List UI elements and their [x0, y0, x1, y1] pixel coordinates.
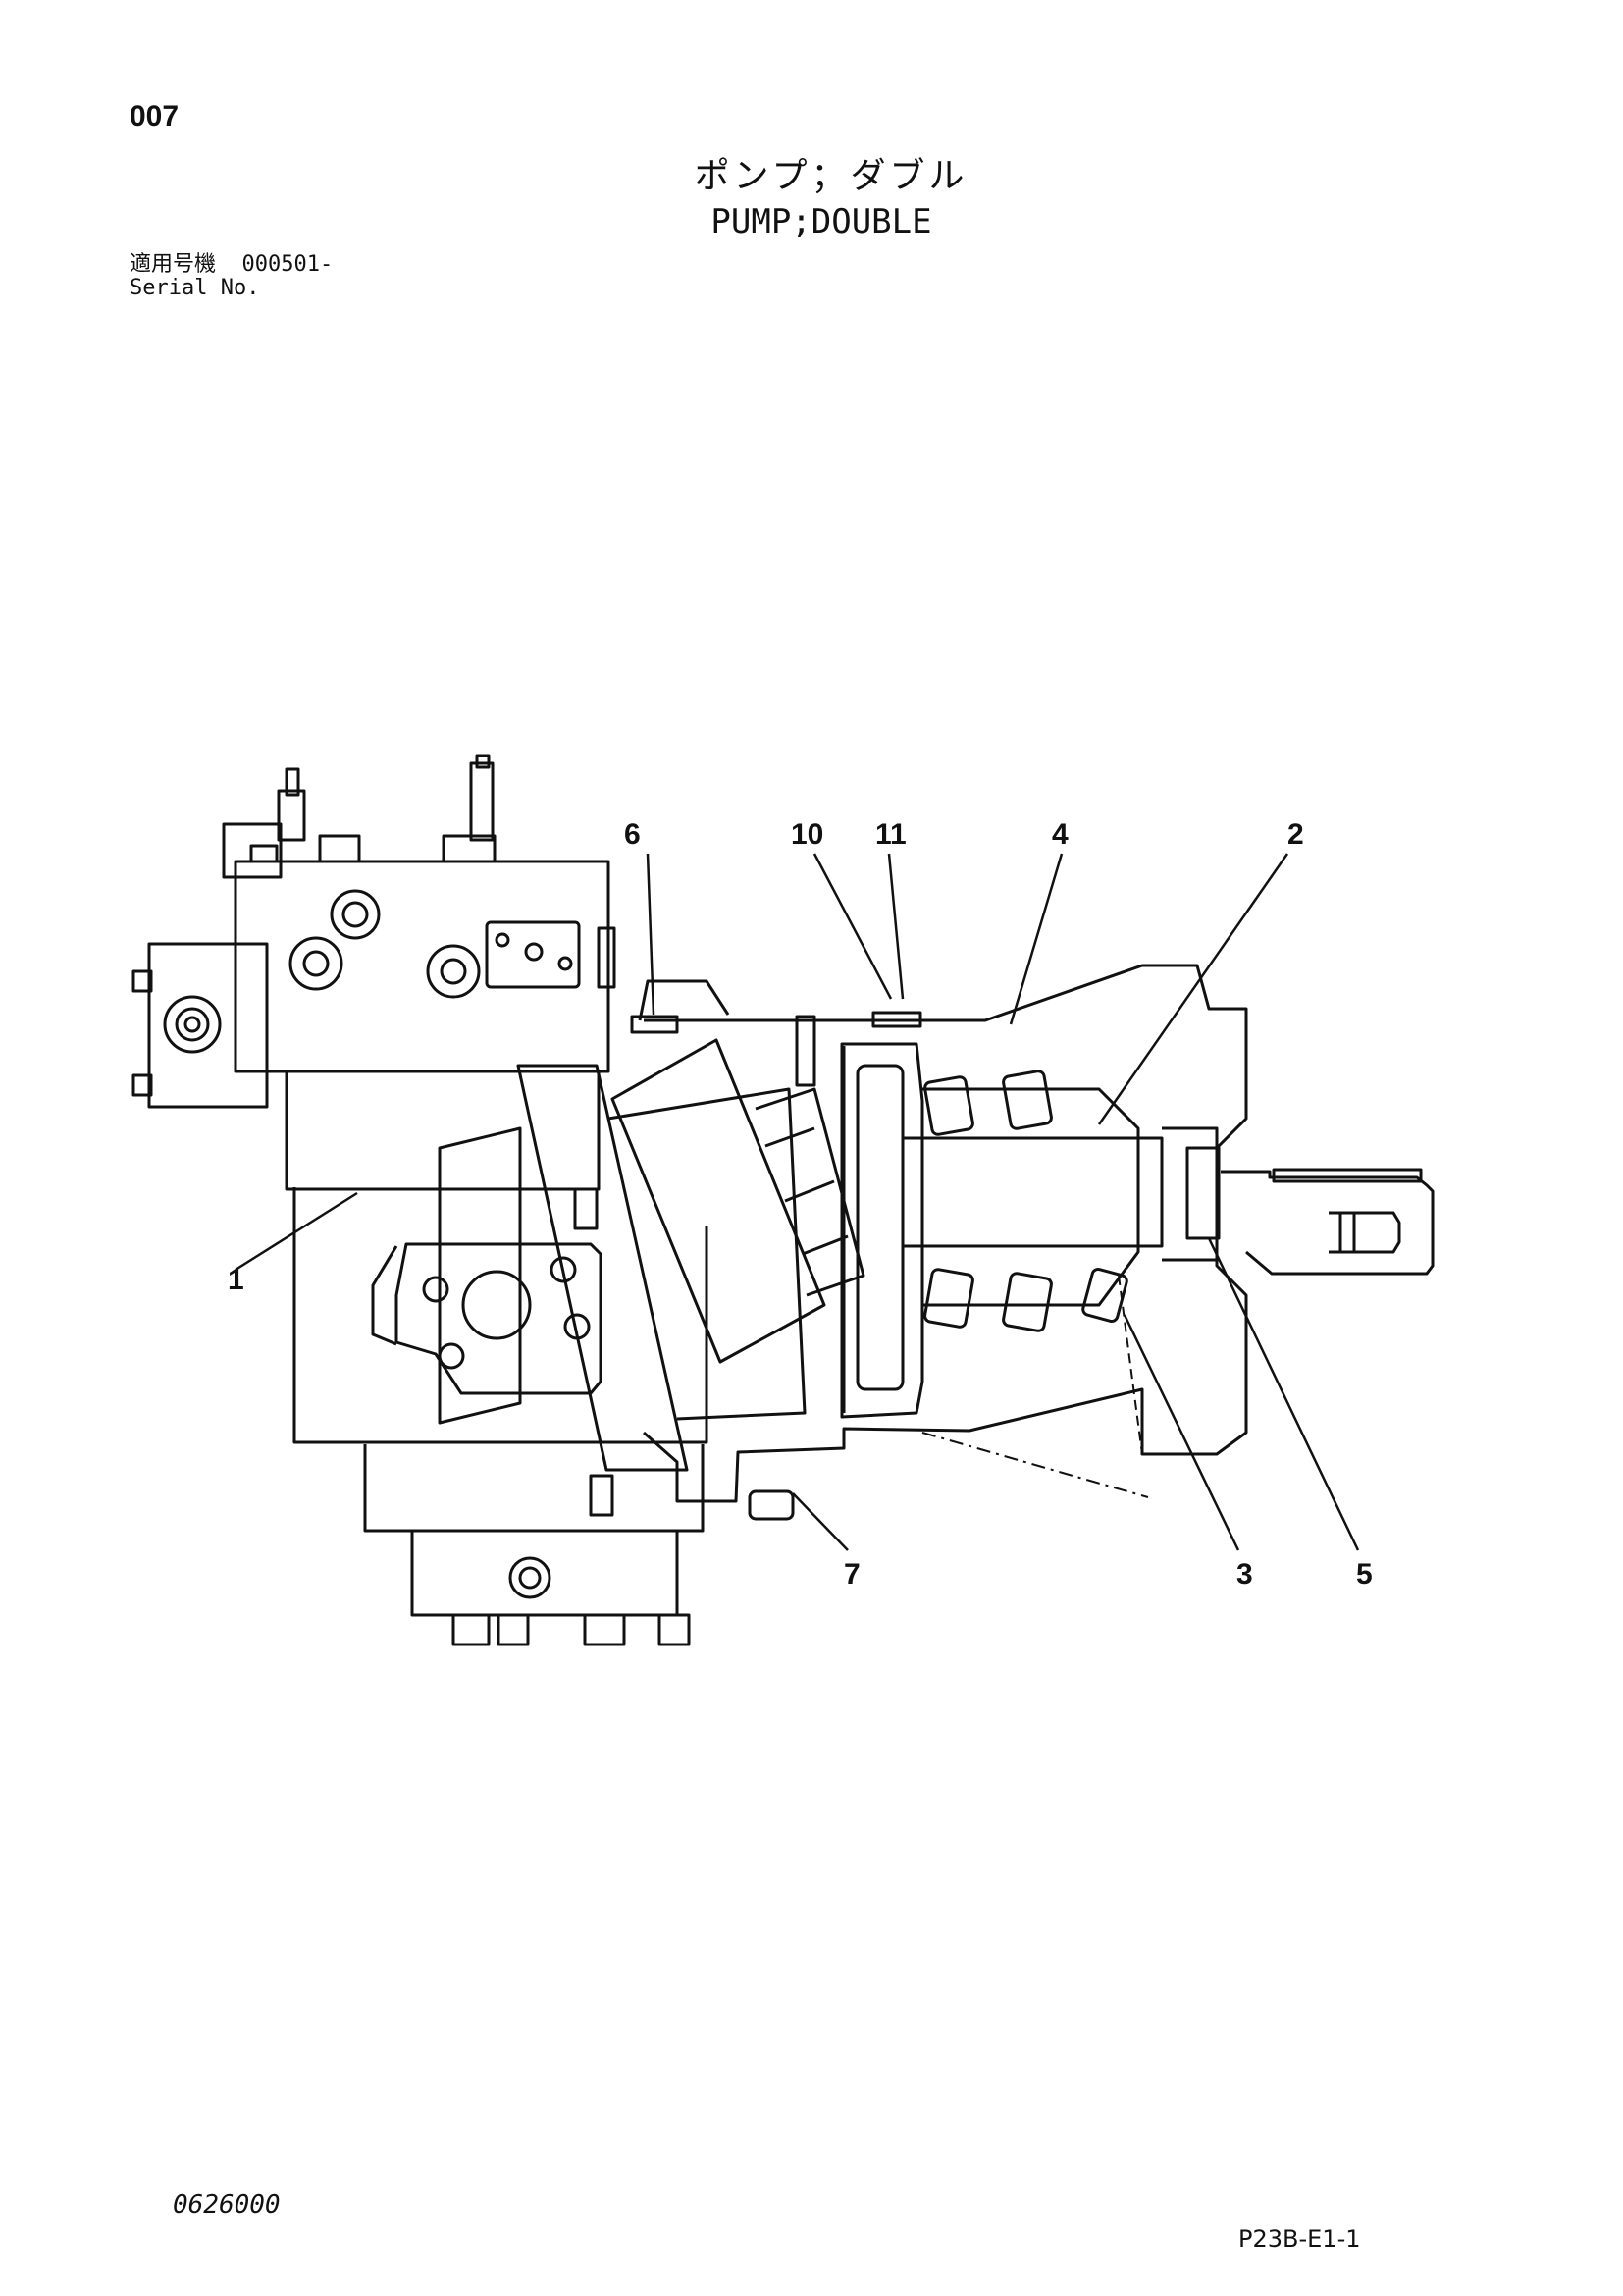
- drawing-code: 0626000: [173, 2190, 281, 2219]
- callout-6: 6: [624, 818, 641, 851]
- callout-7: 7: [844, 1558, 861, 1591]
- top-block-stud: [222, 822, 283, 879]
- callout-2: 2: [1287, 818, 1304, 851]
- serial-number-block: 適用号機 000501- Serial No.: [130, 253, 333, 300]
- page-title-english: PUMP;DOUBLE: [710, 202, 932, 241]
- pump-assembly-drawing: [131, 754, 1435, 1646]
- page-title-japanese: ポンプ；ダブル: [694, 156, 969, 196]
- callout-5: 5: [1356, 1558, 1373, 1591]
- callout-10: 10: [791, 818, 823, 851]
- callout-3: 3: [1236, 1558, 1253, 1591]
- serial-value: 000501-: [241, 252, 334, 277]
- callout-labels: 6 10 11 4 2 1 7 3 5: [228, 818, 1373, 1591]
- regulator-side-cap: [147, 942, 269, 1109]
- callout-11: 11: [875, 818, 907, 851]
- page-reference: P23B-E1-1: [1238, 2225, 1361, 2253]
- serial-label-japanese: 適用号機: [130, 252, 217, 277]
- serial-label-english: Serial No.: [130, 276, 260, 300]
- page-number: 007: [130, 100, 180, 132]
- callout-4: 4: [1052, 818, 1069, 851]
- callout-leader-lines: [235, 853, 1360, 1551]
- callout-1: 1: [228, 1264, 244, 1296]
